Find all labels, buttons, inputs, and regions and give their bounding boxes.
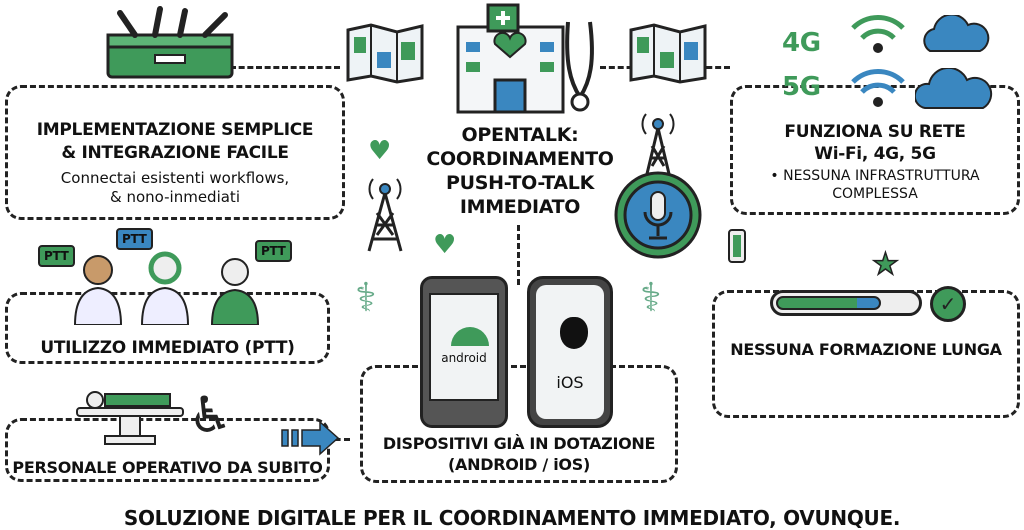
apple-logo-icon bbox=[560, 317, 588, 349]
stethoscope-icon: ⚕ bbox=[355, 275, 377, 321]
staff-box bbox=[5, 418, 330, 482]
microphone-icon[interactable] bbox=[613, 170, 703, 264]
android-phone: android bbox=[420, 276, 508, 428]
ptt-bubble: PTT bbox=[255, 240, 292, 262]
network-sub-1: • NESSUNA INFRASTRUTTURA bbox=[770, 168, 980, 184]
heart-icon: ♥ bbox=[433, 230, 457, 260]
map-icon bbox=[628, 22, 708, 88]
progress-bar bbox=[770, 290, 922, 316]
devices-title-2: (ANDROID / iOS) bbox=[448, 455, 590, 474]
connector bbox=[230, 66, 340, 69]
hospital-icon bbox=[450, 2, 600, 121]
implementation-title-1: IMPLEMENTAZIONE SEMPLICE bbox=[36, 120, 314, 140]
staff-label: PERSONALE OPERATIVO DA SUBITO bbox=[12, 458, 323, 477]
main-title-2: COORDINAMENTO bbox=[426, 148, 614, 170]
radio-tower-icon bbox=[355, 175, 415, 259]
implementation-sub-1: Connectai esistenti workflows, bbox=[60, 169, 290, 187]
stretcher-icon bbox=[75, 388, 185, 452]
footer-tagline: SOLUZIONE DIGITALE PER IL COORDINAMENTO … bbox=[123, 506, 901, 530]
medical-staff-icon bbox=[70, 240, 270, 329]
ptt-label: UTILIZZO IMMEDIATO (PTT) bbox=[40, 338, 295, 358]
ios-label: iOS bbox=[556, 373, 584, 392]
devices-box bbox=[360, 365, 678, 483]
toolbox-icon bbox=[100, 5, 240, 84]
wheelchair-icon: ♿ bbox=[188, 386, 233, 444]
cloud-icon bbox=[913, 66, 995, 116]
network-title-1: FUNZIONA SU RETE bbox=[784, 122, 966, 142]
network-sub-2: COMPLESSA bbox=[832, 186, 918, 202]
stethoscope-icon: ⚕ bbox=[640, 275, 662, 321]
arrow-right-icon bbox=[280, 420, 340, 460]
badge-4g: 4G bbox=[782, 28, 821, 58]
walkie-talkie-icon bbox=[727, 228, 747, 268]
android-label: android bbox=[441, 351, 487, 365]
cloud-icon bbox=[920, 13, 990, 59]
heart-icon: ♥ bbox=[368, 136, 392, 166]
main-title-4: IMMEDIATO bbox=[459, 196, 581, 218]
main-title-1: OPENTALK: bbox=[461, 124, 579, 146]
ptt-bubble: PTT bbox=[116, 228, 153, 250]
main-title-3: PUSH-TO-TALK bbox=[445, 172, 594, 194]
ptt-bubble: PTT bbox=[38, 245, 75, 267]
implementation-title-2: & INTEGRAZIONE FACILE bbox=[61, 143, 289, 163]
map-icon bbox=[345, 22, 425, 88]
wifi-icon bbox=[848, 8, 908, 62]
network-title-2: Wi-Fi, 4G, 5G bbox=[814, 144, 936, 164]
implementation-sub-2: & nono-inmediati bbox=[110, 188, 240, 206]
radio-tower-icon bbox=[628, 110, 688, 184]
devices-title-1: DISPOSITIVI GIÀ IN DOTAZIONE bbox=[382, 434, 656, 453]
implementation-box bbox=[5, 85, 345, 220]
check-icon: ✓ bbox=[930, 286, 966, 322]
wifi-icon bbox=[848, 62, 908, 116]
ios-phone: iOS bbox=[527, 276, 613, 428]
connector bbox=[517, 225, 520, 285]
star-icon: ★ bbox=[871, 246, 899, 283]
badge-5g: 5G bbox=[782, 72, 821, 102]
training-label: NESSUNA FORMAZIONE LUNGA bbox=[730, 340, 1002, 359]
android-logo-icon bbox=[451, 327, 489, 346]
progress-fill bbox=[776, 296, 881, 310]
